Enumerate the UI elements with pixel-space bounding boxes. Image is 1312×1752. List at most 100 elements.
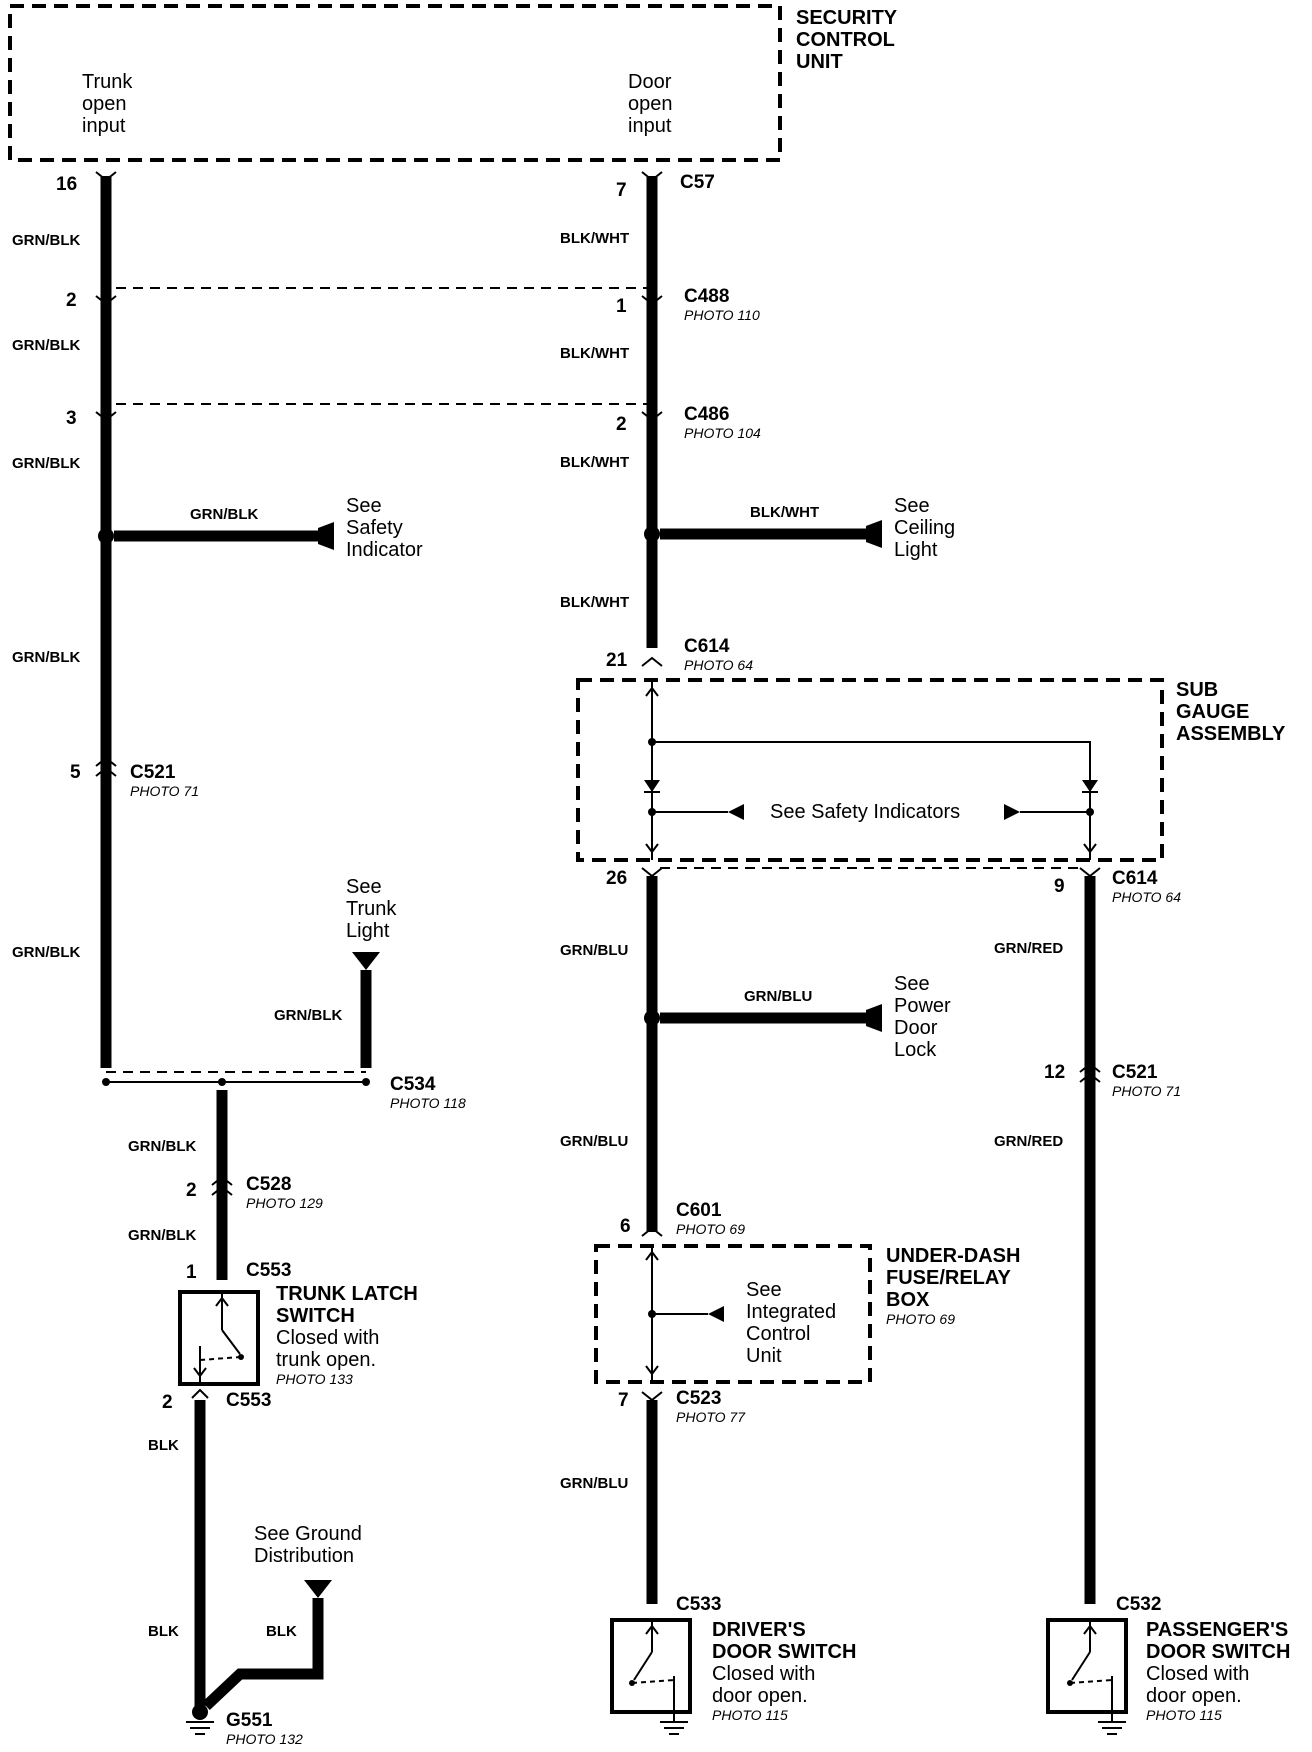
diode-right: [1082, 780, 1098, 792]
passenger-switch-arrow-top: [1083, 1624, 1097, 1635]
splice-power-door-lock: [644, 1010, 660, 1026]
connector-c614-top: C614: [684, 636, 730, 657]
pin-7-c523: 7: [618, 1390, 629, 1411]
connector-c532: C532: [1116, 1594, 1161, 1615]
trunk-circuit: 16 GRN/BLK 2 GRN/BLK 3 GRN/BLK GRN/BLK S…: [12, 171, 466, 1747]
driver-switch-name-1: DRIVER'S: [712, 1619, 806, 1641]
integrated-control-arrow: [708, 1306, 724, 1322]
g551-ground-dot: [192, 1704, 208, 1720]
ref-power-door-lock-4: Lock: [894, 1039, 937, 1061]
pin-3-c486: 3: [66, 408, 77, 429]
pin-2-c488: 2: [66, 290, 77, 311]
c614-pin21-chevron: [641, 656, 663, 667]
blk-ground-branch-wire: [202, 1598, 324, 1711]
connector-c521-right: C521: [1112, 1062, 1158, 1083]
photo-71-right: PHOTO 71: [1112, 1083, 1181, 1099]
pin-9-c614: 9: [1054, 876, 1065, 897]
driver-door-circuit: 7 C57 BLK/WHT 1 C488 PHOTO 110 BLK/WHT 2…: [560, 171, 955, 673]
c601-pin6-chevron: [641, 1226, 663, 1237]
wire-label-grn-blk-5: GRN/BLK: [12, 944, 80, 961]
under-dash-box: [594, 1244, 872, 1384]
trunk-switch-dash: [199, 1356, 242, 1361]
wire-label-grn-blk-1: GRN/BLK: [12, 232, 80, 249]
ref-integrated-control-2: Integrated: [746, 1301, 836, 1323]
ref-power-door-lock-2: Power: [894, 995, 951, 1017]
trunk-input-label-1: Trunk: [82, 71, 133, 93]
c488-pin1-chevron: [641, 295, 663, 306]
pin-1-c488: 1: [616, 296, 627, 317]
c614-pin9-chevron: [1079, 867, 1101, 878]
wire-label-grn-blk-7: GRN/BLK: [128, 1227, 196, 1244]
trunk-switch-name-1: TRUNK LATCH: [276, 1283, 418, 1305]
wire-label-blk-wht-2: BLK/WHT: [560, 345, 629, 362]
ref-ground-distribution-1: See Ground: [254, 1523, 362, 1545]
pin-1-c553: 1: [186, 1262, 197, 1283]
c486-pin2-chevron: [641, 411, 663, 422]
pin-7-c57: 7: [616, 180, 627, 201]
connector-c553-bottom: C553: [226, 1390, 271, 1411]
c534-dot-3: [362, 1078, 370, 1086]
sub-gauge-arrow-out-left: [645, 843, 659, 854]
sub-gauge-arrow-in: [645, 686, 659, 697]
c534-dot-2: [218, 1078, 226, 1086]
connector-c488: C488: [684, 286, 729, 307]
security-unit-box: [8, 4, 782, 162]
pin-2-c528: 2: [186, 1180, 197, 1201]
c614-pin26-chevron: [641, 867, 663, 878]
wire-label-grn-blu-3: GRN/BLU: [560, 1475, 628, 1492]
passenger-switch-name-2: DOOR SWITCH: [1146, 1641, 1290, 1663]
splice-safety-indicator: [98, 528, 114, 544]
passenger-switch-name-1: PASSENGER'S: [1146, 1619, 1288, 1641]
pin-16: 16: [56, 174, 77, 195]
ref-integrated-control-4: Unit: [746, 1345, 782, 1367]
photo-129: PHOTO 129: [246, 1195, 323, 1211]
c523-pin7-chevron: [641, 1391, 663, 1402]
photo-133: PHOTO 133: [276, 1371, 353, 1387]
passenger-door-switch-box: [1046, 1618, 1128, 1714]
sub-gauge-box: [576, 678, 1164, 862]
sub-gauge-assembly: SUB GAUGE ASSEMBLY See Safety Indicators: [576, 678, 1286, 869]
pin-21-c614: 21: [606, 650, 628, 671]
driver-switch-arrow-top: [645, 1624, 659, 1635]
pin-2-c486: 2: [616, 414, 627, 435]
c57-pin16-chevron: [95, 171, 117, 182]
wire-label-blk-wht-1: BLK/WHT: [560, 230, 629, 247]
under-dash-arrow-out: [645, 1365, 659, 1376]
wire-label-grn-blk-2: GRN/BLK: [12, 337, 80, 354]
connector-c553-top: C553: [246, 1260, 291, 1281]
driver-switch-dash: [631, 1679, 675, 1684]
driver-door-switch-section: 7 C523 PHOTO 77 GRN/BLU C533 DRIVER'S DO…: [560, 1388, 856, 1735]
c534-dot-1: [102, 1078, 110, 1086]
trunk-switch-arrow-bottom: [193, 1367, 207, 1378]
security-unit-title-1: SECURITY: [796, 7, 898, 29]
passenger-door-circuit: 9 C614 PHOTO 64 GRN/RED 12 C521 PHOTO 71…: [994, 867, 1290, 1735]
trunk-light-arrow: [352, 952, 380, 970]
wire-label-grn-blu-1: GRN/BLU: [560, 942, 628, 959]
connector-c521-left: C521: [130, 762, 176, 783]
connector-c601: C601: [676, 1200, 722, 1221]
trunk-switch-desc-2: trunk open.: [276, 1349, 376, 1371]
ref-trunk-light-2: Trunk: [346, 898, 397, 920]
ref-safety-indicator-1: See: [346, 495, 382, 517]
door-input-label-3: input: [628, 115, 672, 137]
trunk-switch-arrow-top: [215, 1296, 229, 1307]
sub-gauge-top-bus: [652, 741, 1091, 860]
under-dash-title-3: BOX: [886, 1289, 930, 1311]
ceiling-light-arrow: [866, 520, 882, 548]
sub-gauge-title-3: ASSEMBLY: [1176, 723, 1286, 745]
power-door-lock-arrow: [866, 1004, 882, 1032]
ref-ceiling-light-1: See: [894, 495, 930, 517]
connector-c523: C523: [676, 1388, 721, 1409]
trunk-input-label-3: input: [82, 115, 126, 137]
driver-switch-desc-1: Closed with: [712, 1663, 815, 1685]
connector-c486: C486: [684, 404, 729, 425]
photo-118: PHOTO 118: [390, 1095, 466, 1111]
c486-pin3-chevron: [95, 411, 117, 422]
passenger-switch-desc-2: door open.: [1146, 1685, 1242, 1707]
wire-label-grn-blk-6: GRN/BLK: [128, 1138, 196, 1155]
safety-indicator-arrow: [318, 522, 334, 550]
trunk-switch-blade: [221, 1329, 241, 1355]
wire-label-blk-2: BLK: [148, 1623, 179, 1640]
photo-77: PHOTO 77: [676, 1409, 746, 1425]
